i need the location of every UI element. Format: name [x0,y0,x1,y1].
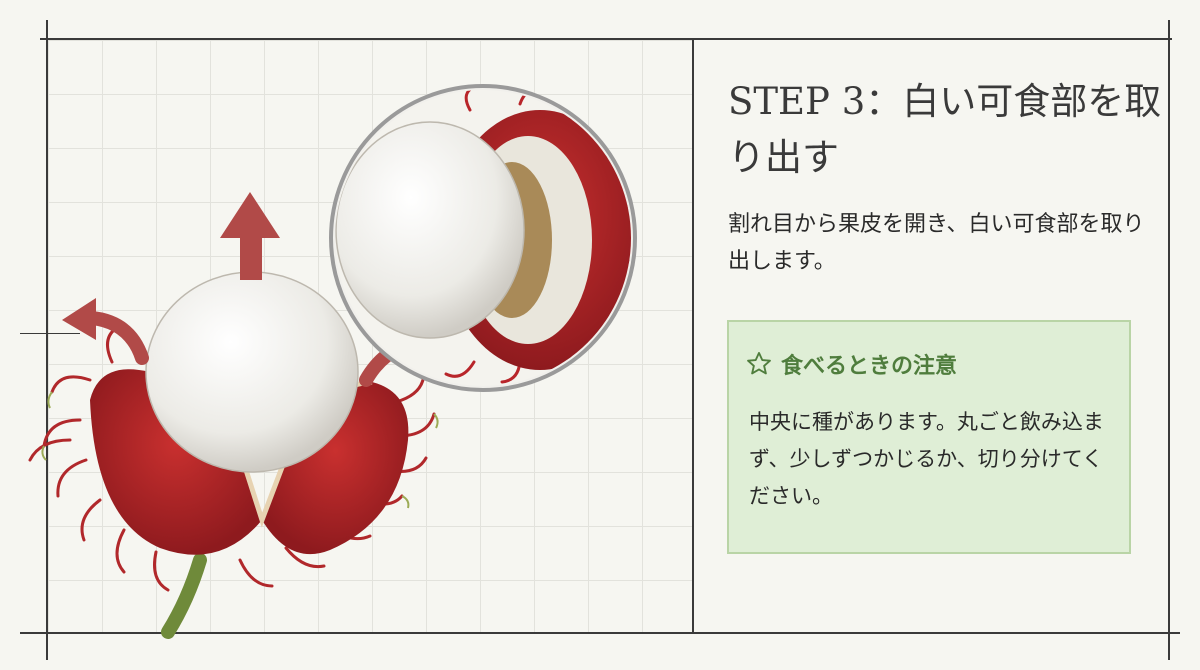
frame-line-bottom [20,632,1180,634]
caution-note-body: 中央に種があります。丸ごと飲み込まず、少しずつかじるか、切り分けてください。 [749,410,1104,508]
caution-note-box: 食べるときの注意 中央に種があります。丸ごと飲み込まず、少しずつかじるか、切り分… [727,320,1131,554]
frame-line-right [1168,20,1170,660]
frame-line-top [40,38,1172,40]
caution-note-title: 食べるときの注意 [781,354,958,379]
arrow-left-icon [85,311,149,365]
white-flesh [145,271,359,473]
lift-arrows [220,192,280,280]
fruit-stem [161,553,207,639]
star-outline-icon [747,351,771,375]
arrow-up-icon [220,192,280,280]
frame-mid-line [20,333,80,334]
frame-line-left [46,20,48,660]
frame-divider [692,38,694,634]
caution-note-header: 食べるときの注意 [745,348,957,380]
step-title: STEP 3：白い可食部を取り出す [728,80,1162,179]
rambutan-illustration [28,84,637,639]
step-description: 割れ目から果皮を開き、白い可食部を取り出します。 [728,212,1145,274]
